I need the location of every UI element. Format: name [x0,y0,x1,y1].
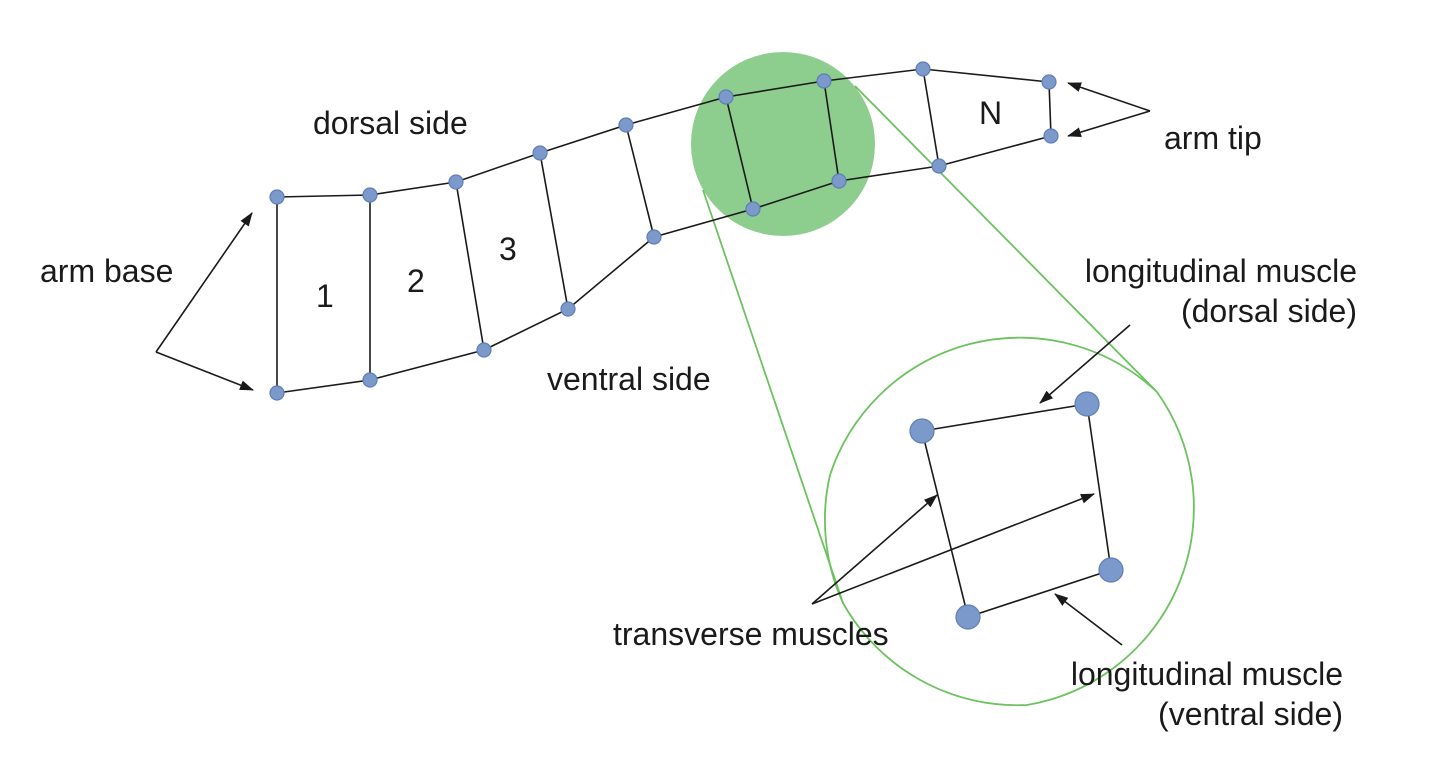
long-ventral-arrow [1054,593,1123,646]
long-dorsal-label-line2: (dorsal side) [1181,293,1357,329]
annotation-arrows [155,82,1151,646]
zoom-connector-line [702,189,844,604]
arm-base-arrow [155,212,253,353]
ventral-edge [276,135,1052,394]
arm-tip-arrow [1067,110,1151,137]
zoom-node [909,418,935,444]
node [718,89,734,105]
transverse-line [1048,81,1052,137]
node [448,174,464,190]
segment-3-label: 3 [499,231,517,267]
node [745,201,761,217]
node [915,61,931,77]
zoom-connector-line [854,85,1158,393]
zoom-dorsal-muscle [921,403,1088,432]
transverse-line [823,80,840,182]
node [269,189,285,205]
long-dorsal-arrow [1039,324,1131,404]
node [1041,74,1057,90]
node [362,372,378,388]
long-ventral-label-line2: (ventral side) [1158,696,1343,732]
node [646,229,662,245]
node [269,385,285,401]
arm-base-label: arm base [40,253,173,289]
segment-1-label: 1 [316,278,334,314]
transverse-line [725,96,754,210]
transverse-line [539,152,569,310]
zoom-transverse-muscle [921,430,969,618]
node [362,187,378,203]
node [618,117,634,133]
ventral-side-label: ventral side [547,361,711,397]
arm-nodes [269,61,1059,401]
long-dorsal-label-line1: longitudinal muscle [1085,253,1357,289]
transverse-muscles-label: transverse muscles [613,616,889,652]
zoom-node [1074,391,1100,417]
zoomed-segment [909,391,1124,630]
arm-tip-arrow [1067,82,1151,112]
transverse-line [922,68,940,167]
arm-base-arrow [155,351,254,391]
highlight-disc [691,52,875,236]
segment-2-label: 2 [407,263,425,299]
dorsal-side-label: dorsal side [313,105,468,141]
zoom-circle-outline [824,336,1195,707]
node [816,73,832,89]
node [560,301,576,317]
transverse-arrow [811,494,938,605]
zoom-node [955,604,981,630]
transverse-arrow [811,493,1095,605]
zoom-transverse-muscle [1086,403,1112,571]
zoom-ventral-muscle [967,569,1112,618]
node [1043,128,1059,144]
zoom-node [1098,557,1124,583]
transverse-line [455,181,485,351]
transverse-line [625,124,655,238]
node [831,173,847,189]
node [532,145,548,161]
node [931,158,947,174]
segment-n-label: N [979,95,1002,131]
arm-tip-label: arm tip [1164,120,1262,156]
long-ventral-label-line1: longitudinal muscle [1071,656,1343,692]
node [476,342,492,358]
